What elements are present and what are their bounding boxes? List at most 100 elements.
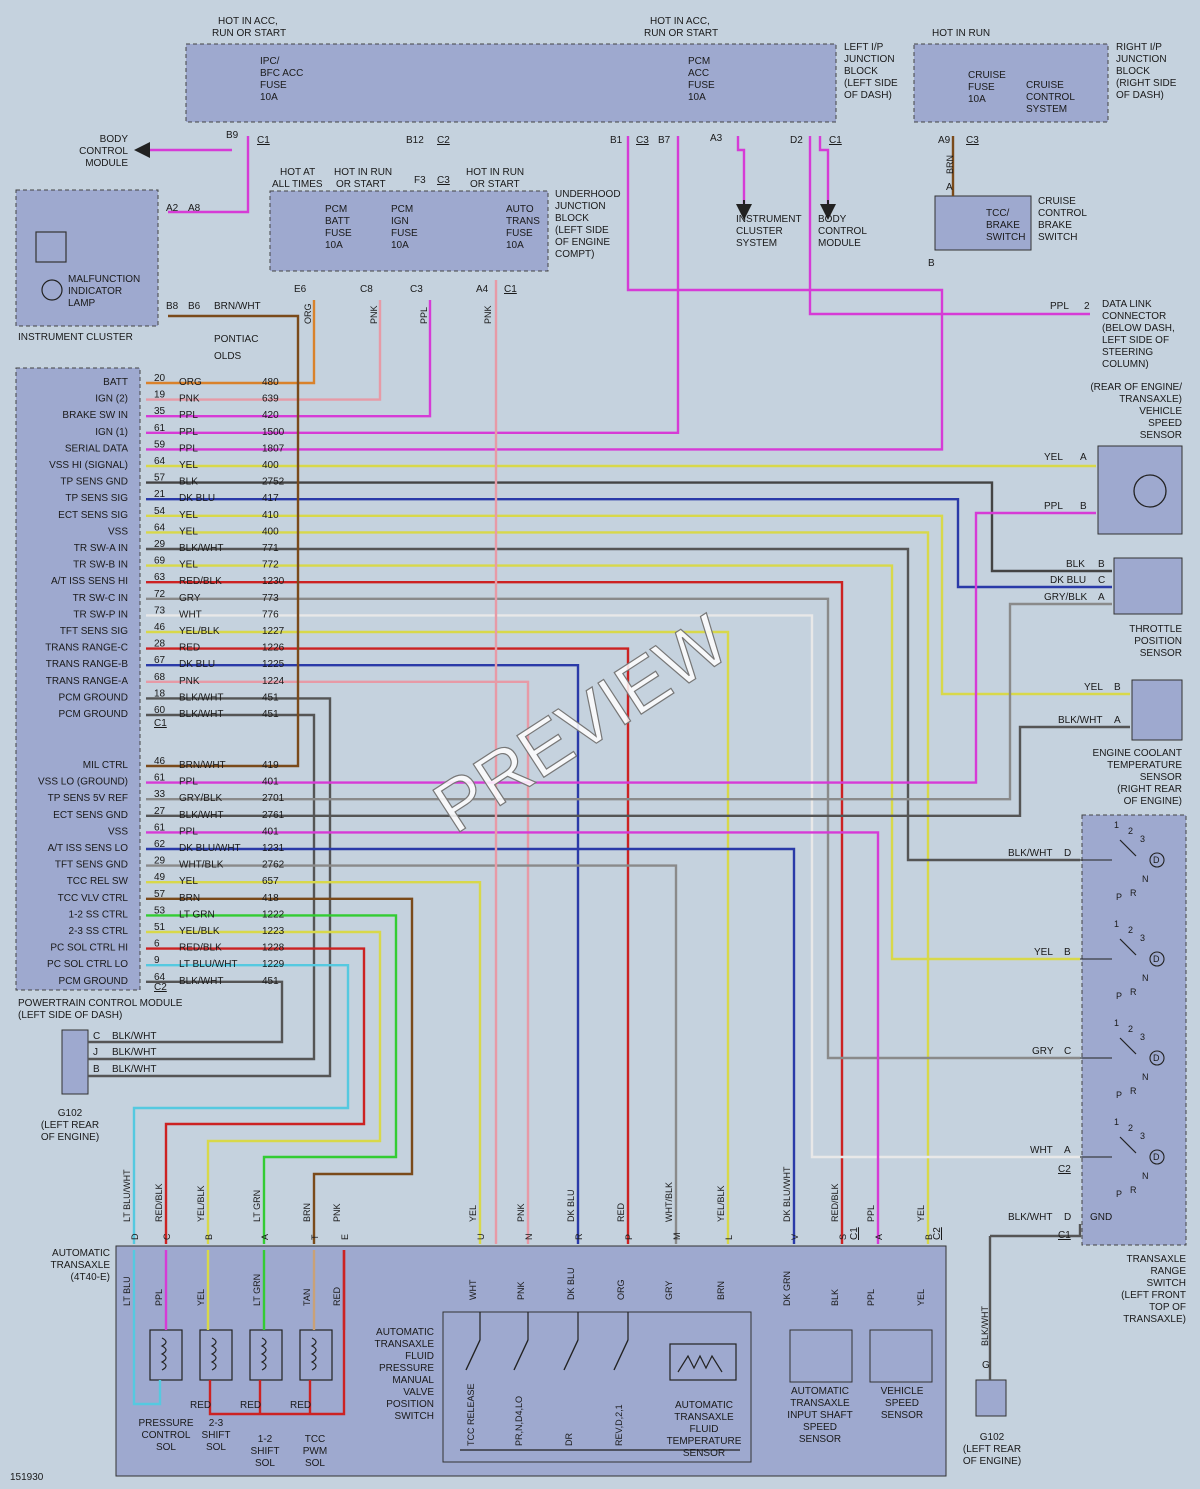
pcm-row-pin: 33: [154, 789, 166, 800]
tcc-pin-b: B: [928, 258, 935, 269]
pcs-return: [132, 1330, 162, 1406]
pcm-row-label: TP SENS SIG: [65, 493, 128, 504]
pcm-row-color: YEL: [179, 876, 198, 887]
g102-wire-b: BLK/WHT: [112, 1064, 156, 1075]
wire-tp-gnd: [146, 481, 1112, 573]
pcm-row-circuit: 639: [262, 394, 279, 405]
conn-b9: B9: [226, 130, 239, 141]
uh-pin-c8: C8: [360, 284, 373, 295]
pcm-row-circuit: 2762: [262, 860, 285, 871]
pcm-row-label: TP SENS GND: [60, 477, 128, 488]
pcm-row-pin: 35: [154, 406, 166, 417]
transaxle-top-wire-label: PNK: [332, 1203, 342, 1222]
pcm-row-circuit: 419: [262, 760, 279, 771]
transaxle-top-wire-label: RED: [616, 1202, 626, 1222]
coil-icon: [310, 1337, 317, 1371]
contact-label-2: 2: [1128, 826, 1133, 836]
pcm-row-circuit: 1231: [262, 843, 285, 854]
transaxle-top-wire-label: DK BLU: [566, 1189, 576, 1222]
pcm-row-pin: 68: [154, 672, 166, 683]
pcm-row-label: PCM GROUND: [59, 976, 128, 987]
uh-wire-ppl: PPL: [419, 307, 429, 324]
wire-iss-hi: [146, 581, 844, 1244]
transaxle-top-pin-label: L: [724, 1235, 734, 1240]
conn-a3: A3: [710, 133, 723, 144]
conn-d2: D2: [790, 135, 803, 146]
contact-label-3: 3: [1140, 834, 1145, 844]
red-label-3: RED: [290, 1400, 311, 1411]
solenoid-wire-label: RED: [332, 1286, 342, 1306]
wire-batt: [146, 300, 316, 385]
contact-label-2: 2: [1128, 1024, 1133, 1034]
wire-vss-lo: [146, 511, 1096, 784]
wire-trsw-a: [146, 547, 1080, 862]
transaxle-top-pin-label: T: [310, 1234, 320, 1240]
pcm-row-circuit: 451: [262, 976, 279, 987]
pcm-row-pin: 51: [154, 922, 166, 933]
pcm-row-circuit: 417: [262, 493, 279, 504]
pcm-row-color: WHT: [179, 609, 202, 620]
trs-c2: C2: [1058, 1164, 1071, 1175]
pcm-row-label: TFT SENS GND: [55, 860, 128, 871]
wire-tcc-vlv: [146, 897, 414, 1244]
pcm-row-pin: 61: [154, 773, 166, 784]
contact-label-3: 3: [1140, 1131, 1145, 1141]
switch-contact: [465, 1339, 481, 1371]
wire-range-a: [146, 680, 530, 1244]
tp-wire-dkblu: DK BLU: [1050, 575, 1086, 586]
fluid-pressure-switch: [442, 1311, 752, 1463]
wire-range-c: [146, 647, 630, 1244]
wire-mil-ctrl: [146, 314, 300, 768]
pcm-row-label: TR SW-B IN: [73, 560, 128, 571]
pcm-row-color: PNK: [179, 676, 200, 687]
g102-pin-g: G: [982, 1360, 990, 1371]
pcm-row-pin: 49: [154, 872, 166, 883]
conn-f3: F3: [414, 175, 426, 186]
pcm-row-circuit: 2701: [262, 793, 285, 804]
pcm-row-label: TRANS RANGE-A: [46, 676, 129, 687]
g102-wire-c: BLK/WHT: [112, 1031, 156, 1042]
pcm-row-pin: 46: [154, 756, 166, 767]
pcm-row-circuit: 1229: [262, 959, 285, 970]
solenoid-wire-label: TAN: [302, 1289, 312, 1306]
switch-wire-label: DK BLU: [566, 1267, 576, 1300]
pcm-row-circuit: 2761: [262, 810, 285, 821]
transaxle-top-pin-label: B: [924, 1234, 934, 1240]
pcm-row-pin: 29: [154, 856, 166, 867]
conn-b1: B1: [610, 135, 623, 146]
transaxle-top-pin-label: D: [130, 1233, 140, 1240]
pcm-row-circuit: 772: [262, 560, 279, 571]
ic-wire-brnwht: BRN/WHT: [214, 301, 261, 312]
pcm-row-pin: 67: [154, 655, 166, 666]
solenoid-coil: [199, 1329, 233, 1381]
dlc-pin: 2: [1084, 301, 1090, 312]
pcm-row-color: PPL: [179, 443, 198, 454]
pcm-row-color: YEL: [179, 526, 198, 537]
wire-pcm-gnd-2: [88, 713, 316, 1061]
wire-pc-hi: [146, 947, 366, 1244]
pcm-row-label: VSS: [108, 826, 128, 837]
pcm-row-label: PCM GROUND: [59, 692, 128, 703]
wire-pc-lo: [132, 964, 350, 1244]
contact-label-r: R: [1130, 1185, 1137, 1195]
conn-c1-a: C1: [257, 135, 270, 146]
conn-c3-a: C3: [636, 135, 649, 146]
wire-23ss: [146, 930, 382, 1244]
conn-b12: B12: [406, 135, 424, 146]
trs-blade: [1119, 1037, 1137, 1055]
transaxle-top-pin-label: R: [574, 1233, 584, 1240]
wire-vss-2: [146, 831, 880, 1244]
tcc-pin-a: A: [946, 182, 953, 193]
tp-wire-blk: BLK: [1066, 559, 1085, 570]
pcm-row-color: BLK/WHT: [179, 810, 223, 821]
pcm-row-circuit: 1226: [262, 643, 285, 654]
